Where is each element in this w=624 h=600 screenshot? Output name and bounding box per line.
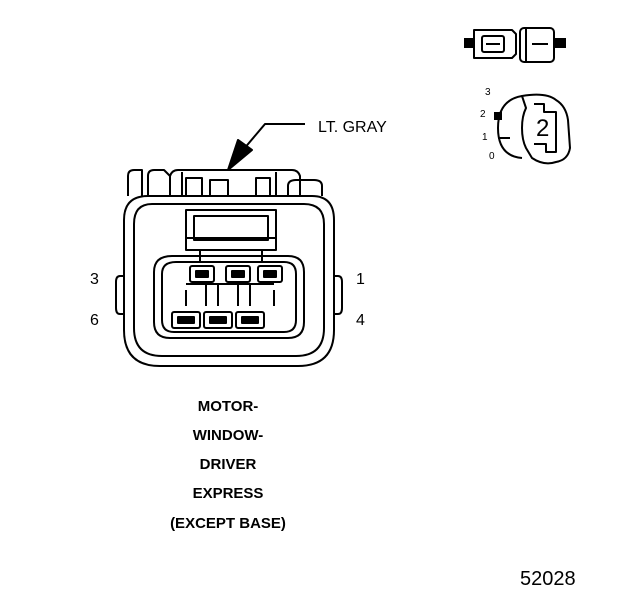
caption-line-5: (EXCEPT BASE) — [170, 515, 286, 532]
connector-latch-window — [185, 209, 277, 262]
connector-top-latches — [127, 169, 323, 197]
caption-line-1: MOTOR- — [197, 398, 259, 415]
lock-current-position: 2 — [536, 115, 550, 142]
lock-position-indicator-icon — [494, 93, 571, 165]
caption-line-4: EXPRESS — [192, 485, 264, 502]
caption-line-3: DRIVER — [199, 456, 257, 473]
wire-color-leader-arrow — [227, 123, 305, 171]
connector-left-ear — [115, 275, 124, 315]
lock-scale-2: 2 — [480, 109, 486, 120]
terminal-cavity-4 — [235, 311, 265, 329]
terminal-cavity-5 — [203, 311, 233, 329]
terminal-row-bottom — [171, 311, 265, 329]
terminal-cavity-3 — [189, 265, 215, 283]
figure-number: 52028 — [520, 568, 576, 590]
pin-number-1: 1 — [356, 271, 365, 288]
connector-outer-shell — [123, 195, 335, 367]
connector-right-ear — [334, 275, 343, 315]
connector-side-view-icon — [464, 27, 566, 63]
pin-number-6: 6 — [90, 312, 99, 329]
cavity-dividers — [185, 283, 275, 306]
terminal-cavity-1 — [257, 265, 283, 283]
terminal-cavity-block — [153, 255, 305, 339]
lock-scale-0: 0 — [489, 151, 495, 162]
pin-number-4: 4 — [356, 312, 365, 329]
terminal-row-top — [189, 265, 283, 283]
lock-scale-3: 3 — [485, 87, 491, 98]
connector-inner-shell — [133, 203, 325, 357]
wire-color-label: LT. GRAY — [318, 119, 387, 136]
lock-scale-1: 1 — [482, 132, 488, 143]
caption-line-2: WINDOW- — [192, 427, 264, 444]
pin-number-3: 3 — [90, 271, 99, 288]
terminal-cavity-2 — [225, 265, 251, 283]
terminal-cavity-6 — [171, 311, 201, 329]
